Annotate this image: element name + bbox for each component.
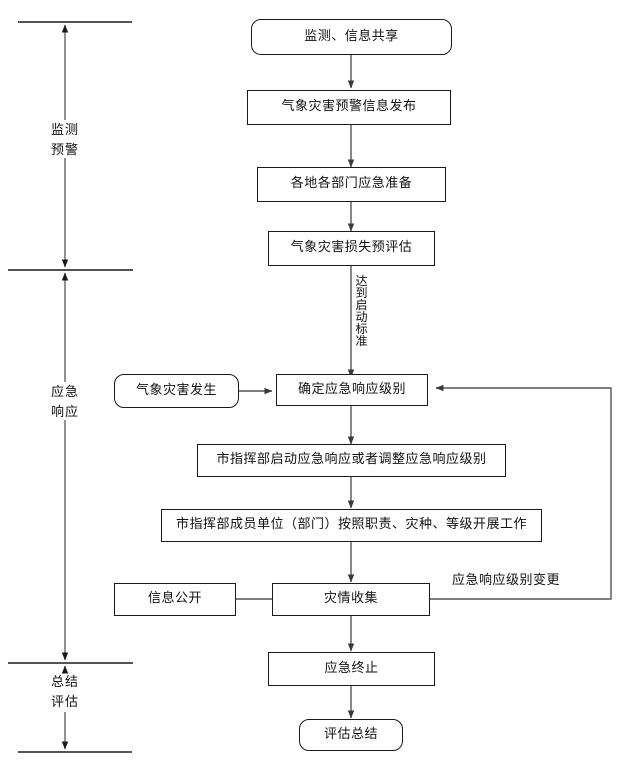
stage-label-response: 应急 响应 bbox=[50, 385, 79, 421]
node-disaster-occurs[interactable]: 气象灾害发生 bbox=[114, 374, 239, 408]
node-monitor-share[interactable]: 监测、信息共享 bbox=[251, 19, 452, 55]
edge-label-trigger: 达到启动标准 bbox=[355, 274, 369, 348]
stage-label-summary: 总结 评估 bbox=[50, 675, 79, 711]
node-assess-summary[interactable]: 评估总结 bbox=[299, 719, 403, 751]
node-loss-preassess[interactable]: 气象灾害损失预评估 bbox=[268, 231, 435, 266]
stage-label-monitor: 监测 预警 bbox=[50, 123, 79, 159]
node-decide-level[interactable]: 确定应急响应级别 bbox=[276, 374, 428, 406]
node-member-units[interactable]: 市指挥部成员单位（部门）按照职责、灾种、等级开展工作 bbox=[161, 509, 542, 542]
node-city-start[interactable]: 市指挥部启动应急响应或者调整应急响应级别 bbox=[197, 444, 506, 477]
node-emergency-end[interactable]: 应急终止 bbox=[268, 652, 435, 686]
node-dept-prepare[interactable]: 各地各部门应急准备 bbox=[257, 167, 446, 202]
node-disaster-collect[interactable]: 灾情收集 bbox=[272, 583, 430, 616]
node-info-public[interactable]: 信息公开 bbox=[114, 583, 236, 616]
edge-feedback-level-change bbox=[430, 384, 612, 600]
node-warning-release[interactable]: 气象灾害预警信息发布 bbox=[247, 90, 451, 125]
edge-label-level-change: 应急响应级别变更 bbox=[452, 573, 561, 588]
